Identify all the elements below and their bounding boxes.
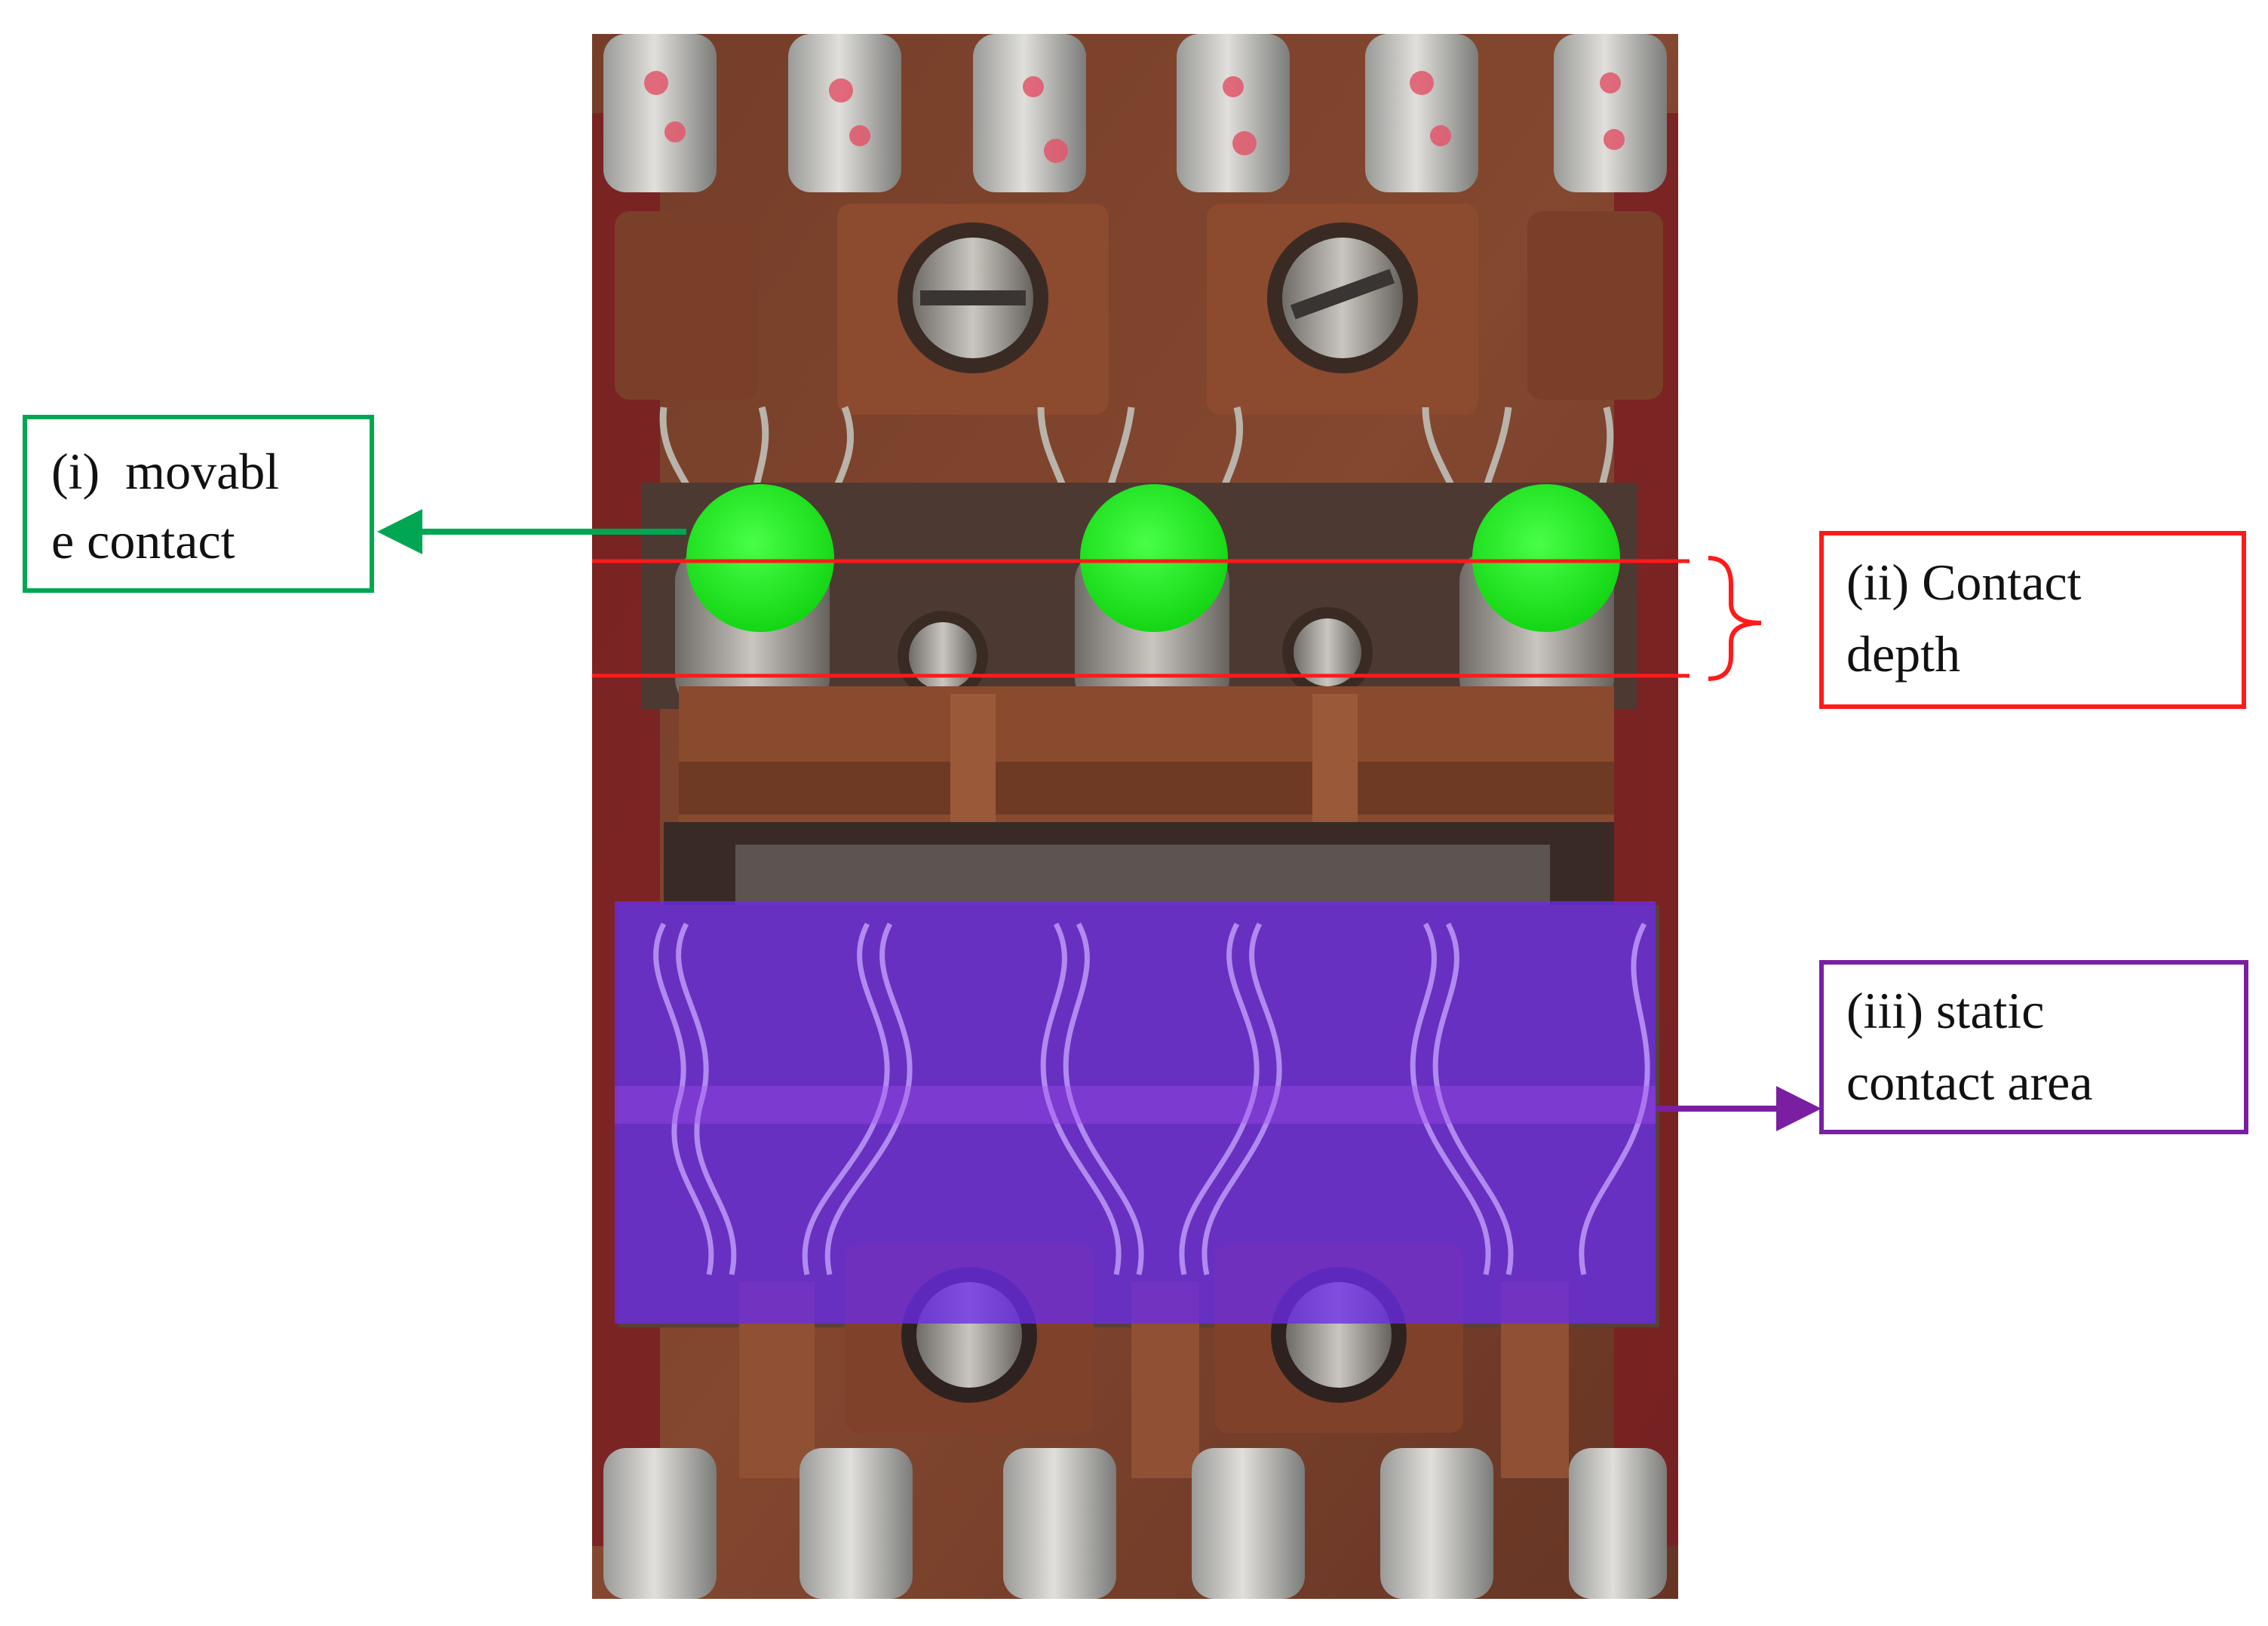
static-contact-area-label-line1: (iii) static — [1846, 982, 2044, 1039]
contact-depth-label-line2: depth — [1846, 625, 1960, 683]
movable-contact-label-box: (i) movabl e contact — [23, 415, 374, 593]
movable-contact-markers — [686, 484, 1620, 632]
static-contact-arrow — [1656, 1086, 1821, 1131]
contact-depth-bracket — [1708, 556, 1762, 681]
contact-depth-lines — [592, 559, 1689, 678]
contact-depth-label-line1: (ii) Contact — [1846, 554, 2082, 611]
static-contact-area-overlay — [615, 901, 1656, 1324]
movable-contact-label-line1: (i) movabl — [51, 443, 279, 500]
movable-contact-arrow — [377, 509, 686, 554]
upper-copper-blocks — [615, 204, 1663, 415]
contactor-photo — [592, 34, 1678, 1599]
movable-contact-right — [1472, 484, 1620, 632]
static-contact-area-label-box: (iii) static contact area — [1819, 960, 2248, 1134]
movable-contact-center — [1080, 484, 1228, 632]
bottom-bolts — [603, 1448, 1667, 1599]
top-bolts — [603, 34, 1667, 192]
contact-depth-label-box: (ii) Contact depth — [1819, 531, 2246, 709]
static-contact-area-label-line2: contact area — [1846, 1054, 2093, 1111]
movable-contact-label-line2: e contact — [51, 512, 235, 569]
movable-contact-left — [686, 484, 834, 632]
